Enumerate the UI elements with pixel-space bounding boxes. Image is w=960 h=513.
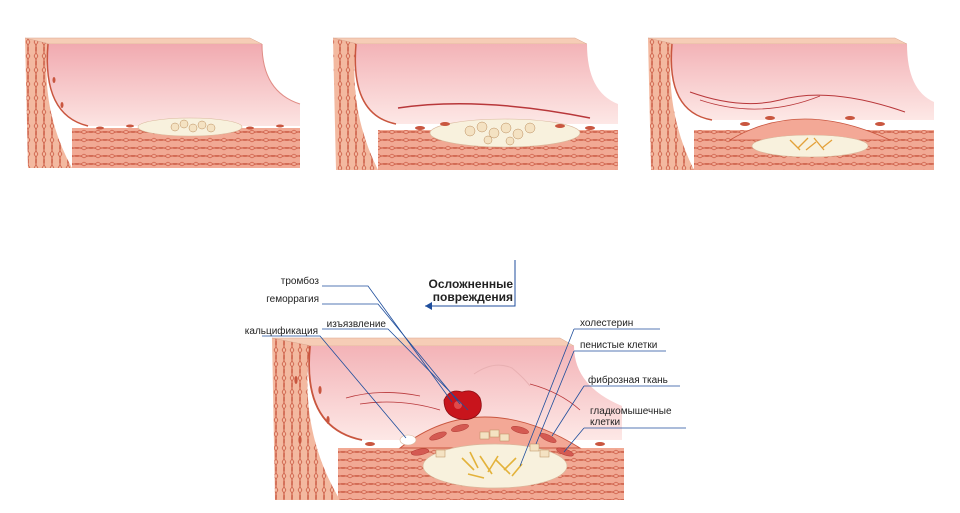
label-foam-cells: пенистые клетки — [580, 340, 657, 351]
label-calcification: кальцификация — [245, 325, 318, 337]
stage-4-complicated-lesion — [271, 337, 624, 500]
title-line-2: повреждения — [433, 290, 513, 304]
thrombus — [443, 390, 482, 420]
title-line-1: Осложненные — [429, 277, 514, 291]
label-smooth-muscle-line-1: гладкомышечные — [590, 406, 672, 417]
complicated-lesion-arrow — [425, 260, 516, 310]
label-thrombosis: тромбоз — [281, 275, 320, 287]
stage-2-intermediate-lesion — [332, 37, 618, 170]
label-fibrous-tissue: фиброзная ткань — [588, 374, 668, 386]
label-smooth-muscle-line-2: клетки — [590, 417, 620, 428]
label-ulceration: изъязвление — [327, 319, 387, 330]
label-cholesterol: холестерин — [580, 318, 633, 329]
stage-3-fibroatheroma — [647, 37, 934, 170]
label-hemorrhage: геморрагия — [266, 294, 319, 305]
stage-1-fatty-streak — [24, 37, 301, 168]
leader-lines — [262, 285, 686, 467]
